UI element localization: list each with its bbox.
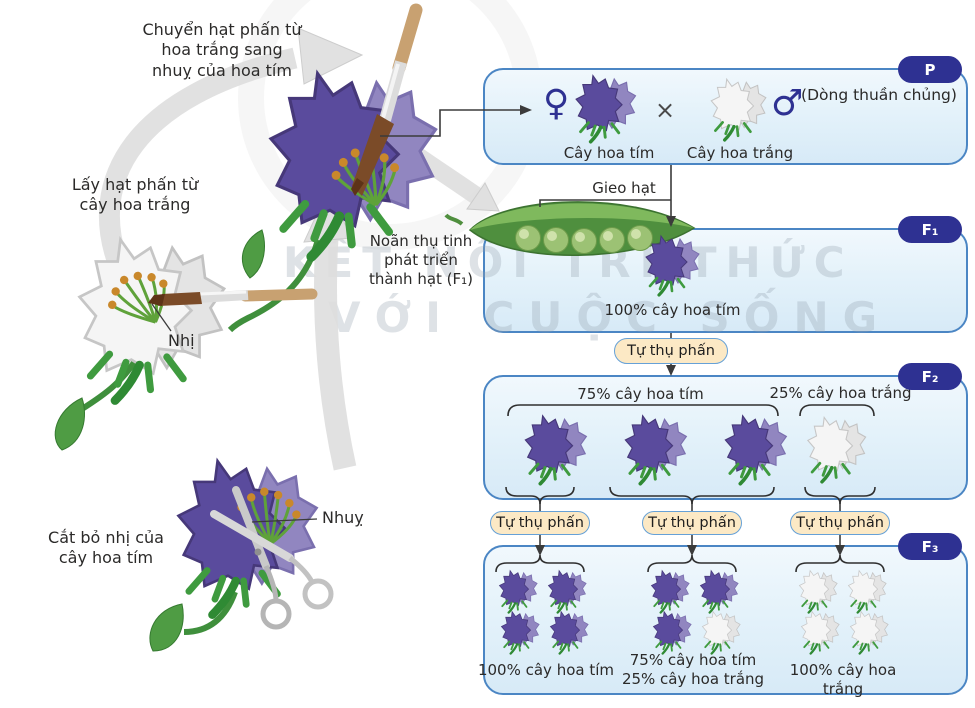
self-pollination-pill-4: Tự thụ phấn [790, 511, 890, 535]
self-pollination-pill-1: Tự thụ phấn [614, 338, 728, 364]
watermark-line2: VỚI CUỘC SỐNG [328, 293, 892, 342]
flower-purple [271, 74, 436, 257]
pea-pod [444, 201, 696, 256]
label-ovule-note: Noãn thụ tinh phát triển thành hạt (F₁) [368, 232, 474, 289]
label-take-pollen: Lấy hạt phấn từ cây hoa trắng [71, 175, 199, 215]
flower-purple [549, 610, 590, 655]
flower-purple [623, 413, 689, 486]
flower-white [701, 610, 742, 655]
flower-purple [650, 569, 691, 614]
flower-purple [652, 610, 693, 655]
label-purple-plant: Cây hoa tím [563, 144, 655, 162]
label-f3-group1: 100% cây hoa tím [477, 661, 615, 679]
flower-purple [699, 569, 740, 614]
connector-lines [151, 109, 841, 551]
flower-purple [547, 569, 588, 614]
generation-badge-f2: F₂ [898, 363, 962, 390]
label-f3-group3: 100% cây hoa trắng [789, 661, 897, 699]
connector-arrowheads [520, 105, 845, 556]
self-pollination-pill-2: Tự thụ phấn [490, 511, 590, 535]
flower-purple [644, 234, 701, 297]
group-braces [495, 404, 885, 573]
scissors [210, 486, 334, 630]
self-pollination-pill-3: Tự thụ phấn [642, 511, 742, 535]
male-icon: ♂ [771, 83, 804, 124]
flower-purple [523, 413, 589, 486]
flower-white [800, 610, 841, 655]
label-transfer-pollen: Chuyển hạt phấn từ hoa trắng sang nhuỵ c… [142, 20, 302, 80]
label-f3-group2: 75% cây hoa tím 25% cây hoa trắng [621, 651, 765, 689]
cross-icon: × [655, 96, 676, 124]
flower-white [849, 610, 890, 655]
female-icon: ♀ [543, 83, 570, 124]
flower-purple [498, 569, 539, 614]
flower-purple [574, 73, 638, 144]
paintbrush-left [148, 288, 318, 306]
label-f1-result: 100% cây hoa tím [604, 301, 741, 319]
generation-badge-p: P [898, 56, 962, 83]
label-f2-white-pct: 25% cây hoa trắng [769, 384, 912, 402]
paintbrush-top [351, 3, 423, 196]
flower-purple [500, 610, 541, 655]
label-cut-stamen: Cắt bỏ nhị của cây hoa tím [48, 528, 164, 568]
label-purebred: (Dòng thuần chủng) [801, 86, 957, 104]
generation-badge-f1: F₁ [898, 216, 962, 243]
flower-white [709, 77, 768, 142]
flower-white [847, 569, 888, 614]
label-sow-seeds: Gieo hạt [592, 179, 656, 197]
label-white-plant: Cây hoa trắng [686, 144, 794, 162]
label-pistil: Nhuỵ [322, 508, 364, 527]
flower-white [798, 569, 839, 614]
generation-badge-f3: F₃ [898, 533, 962, 560]
flower-purple [723, 413, 789, 486]
label-f2-purple-pct: 75% cây hoa tím [577, 385, 704, 403]
label-stamen: Nhị [168, 331, 195, 350]
flower-white [806, 415, 868, 484]
